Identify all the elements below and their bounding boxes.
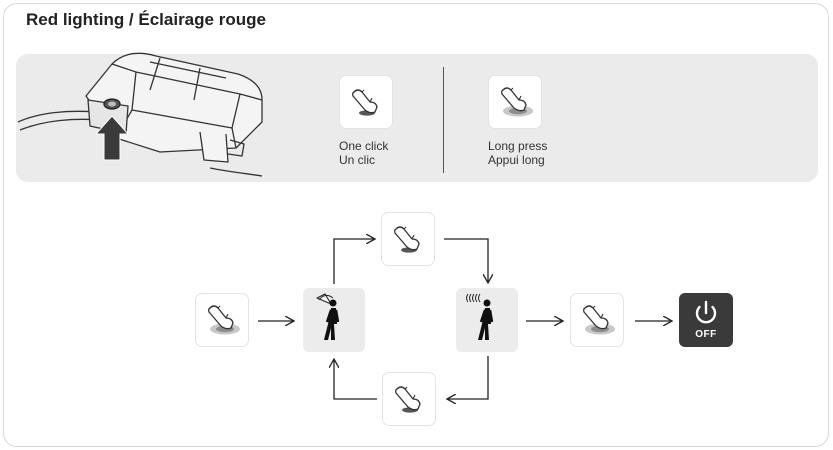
legend-long-press-tile — [489, 76, 541, 128]
arrow-wide-to-top — [333, 239, 374, 284]
legend-one-click-en: One click — [339, 139, 389, 153]
off-state-tile: OFF — [679, 293, 733, 347]
finger-long-press-icon — [583, 305, 615, 335]
headlamp-device-icon — [17, 52, 263, 177]
flashing-beam-walker-icon — [466, 293, 494, 340]
flow-top-one-click-tile — [382, 213, 434, 265]
flow-end-long-press-tile — [571, 294, 623, 346]
flow-wide-beam-tile — [303, 288, 365, 352]
legend-long-press-fr: Appui long — [488, 153, 545, 167]
legend-one-click-tile — [340, 76, 392, 128]
power-icon — [695, 300, 717, 324]
finger-long-press-icon — [501, 87, 533, 117]
legend-divider — [443, 67, 444, 173]
arrow-bottom-to-wide — [334, 360, 377, 400]
flow-start-long-press-tile — [196, 294, 248, 346]
off-label: OFF — [695, 329, 717, 340]
flow-bottom-one-click-tile — [383, 373, 435, 425]
finger-click-icon — [395, 386, 421, 413]
arrow-top-to-flash — [444, 238, 488, 282]
arrow-flash-to-bottom — [448, 356, 489, 399]
page-title: Red lighting / Éclairage rouge — [26, 10, 266, 29]
flow-flash-beam-tile — [456, 288, 518, 352]
legend-one-click-label: One click Un clic — [339, 139, 388, 167]
finger-click-icon — [394, 226, 420, 253]
finger-long-press-icon — [208, 305, 240, 335]
legend-long-press-en: Long press — [488, 139, 548, 153]
legend-long-press-label: Long press Appui long — [488, 139, 547, 167]
press-arrow-icon — [94, 115, 130, 161]
wide-beam-walker-icon — [316, 293, 340, 340]
legend-one-click-fr: Un clic — [339, 153, 376, 167]
finger-click-icon — [352, 89, 378, 116]
